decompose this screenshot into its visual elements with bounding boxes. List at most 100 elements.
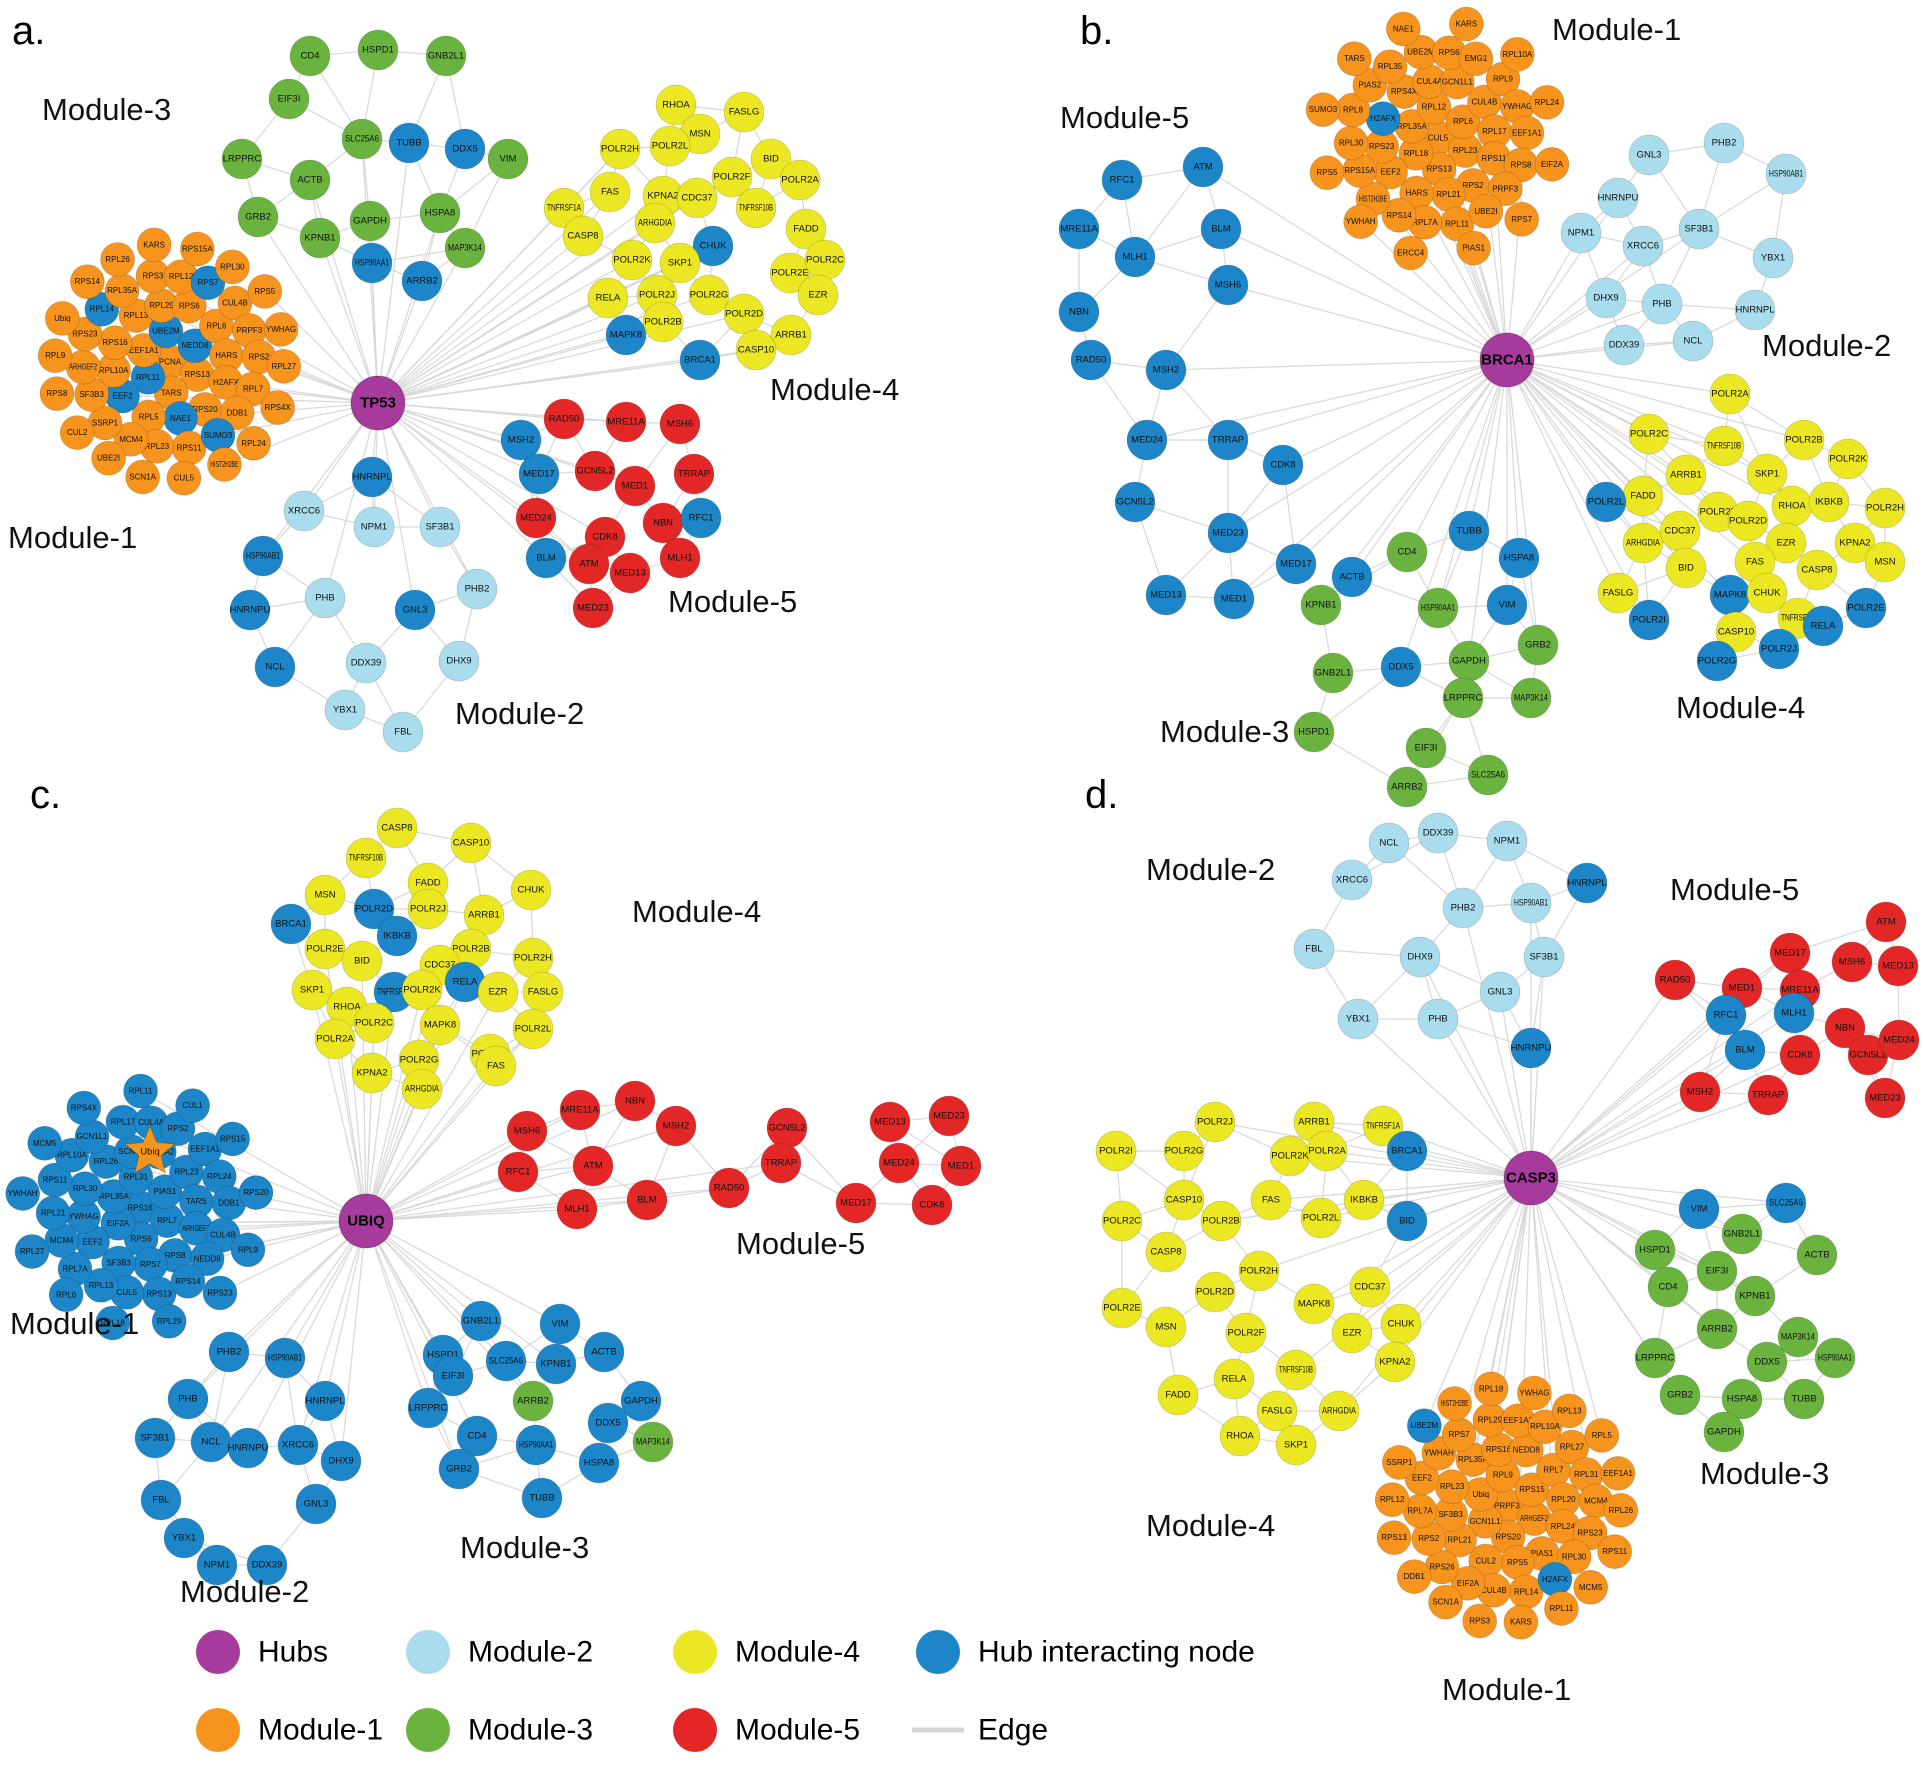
node-RPL9[interactable]: RPL9 — [37, 338, 73, 374]
node-ARHGDIA[interactable]: ARHGDIA — [1622, 522, 1664, 564]
node-MCM5[interactable]: MCM5 — [27, 1125, 63, 1161]
node-RPS7[interactable]: RPS7 — [1441, 1417, 1477, 1453]
node-TUBB[interactable]: TUBB — [1783, 1378, 1825, 1420]
node-LRPPRC[interactable]: LRPPRC — [1634, 1337, 1676, 1379]
node-HSP90AA1[interactable]: HSP90AA1 — [1814, 1337, 1856, 1379]
node-GCN5L2[interactable]: GCN5L2 — [574, 450, 616, 492]
node-LRPPRC[interactable]: LRPPRC — [407, 1387, 449, 1429]
node-RPS15[interactable]: RPS15 — [215, 1121, 251, 1157]
node-CD4[interactable]: CD4 — [1386, 531, 1428, 573]
node-MLH1[interactable]: MLH1 — [1773, 992, 1815, 1034]
node-MED24[interactable]: MED24 — [1126, 419, 1168, 461]
node-KPNB1[interactable]: KPNB1 — [1300, 584, 1342, 626]
node-DDB1[interactable]: DDB1 — [1396, 1559, 1432, 1594]
node-RPL6[interactable]: RPL6 — [1445, 104, 1481, 140]
node-RHOA[interactable]: RHOA — [655, 84, 697, 126]
node-POLR2C[interactable]: POLR2C — [1628, 413, 1670, 455]
node-HSP90AB1[interactable]: HSP90AB1 — [264, 1337, 306, 1379]
node-SLC25A6[interactable]: SLC25A6 — [341, 118, 383, 160]
node-GNB2L1[interactable]: GNB2L1 — [1721, 1213, 1763, 1255]
node-TRRAP[interactable]: TRRAP — [760, 1142, 802, 1184]
node-POLR2C[interactable]: POLR2C — [1101, 1200, 1143, 1242]
node-MSN[interactable]: MSN — [304, 874, 346, 916]
node-SKP1[interactable]: SKP1 — [291, 969, 333, 1011]
node-IKBKB[interactable]: IKBKB — [1808, 481, 1850, 523]
node-MED24[interactable]: MED24 — [878, 1142, 920, 1184]
node-NEDD8[interactable]: NEDD8 — [189, 1241, 225, 1277]
node-RPL30[interactable]: RPL30 — [1333, 125, 1369, 161]
node-FADD[interactable]: FADD — [1157, 1374, 1199, 1416]
node-MED1[interactable]: MED1 — [940, 1145, 982, 1187]
node-GNL3[interactable]: GNL3 — [295, 1483, 337, 1525]
node-POLR2L[interactable]: POLR2L — [512, 1008, 554, 1050]
node-RPS3[interactable]: RPS3 — [1462, 1603, 1498, 1639]
node-SCN1A[interactable]: SCN1A — [125, 459, 161, 495]
node-CASP10[interactable]: CASP10 — [1163, 1179, 1205, 1221]
hub-node-TP53[interactable]: TP53 — [350, 375, 406, 431]
node-POLR2E[interactable]: POLR2E — [1101, 1287, 1143, 1329]
node-POLR2A[interactable]: POLR2A — [314, 1018, 356, 1060]
node-RPL21[interactable]: RPL21 — [1431, 176, 1466, 212]
node-CASP10[interactable]: CASP10 — [450, 822, 492, 864]
node-EIF3I[interactable]: EIF3I — [432, 1355, 474, 1397]
node-HNRNPL[interactable]: HNRNPL — [1566, 862, 1608, 904]
node-HSPD1[interactable]: HSPD1 — [357, 29, 399, 71]
node-YWHAG[interactable]: YWHAG — [263, 311, 299, 347]
node-CHUK[interactable]: CHUK — [1380, 1303, 1422, 1345]
node-NBN[interactable]: NBN — [1058, 291, 1100, 333]
node-BRCA1[interactable]: BRCA1 — [679, 339, 721, 381]
node-POLR2F[interactable]: POLR2F — [1225, 1312, 1267, 1354]
node-MSH6[interactable]: MSH6 — [1831, 941, 1873, 983]
node-HNRNPL[interactable]: HNRNPL — [351, 456, 393, 498]
node-RPL26[interactable]: RPL26 — [1603, 1492, 1639, 1528]
node-RPL21[interactable]: RPL21 — [35, 1195, 71, 1231]
node-TRRAP[interactable]: TRRAP — [1207, 419, 1249, 461]
node-CASP8[interactable]: CASP8 — [1145, 1231, 1187, 1273]
node-GRB2[interactable]: GRB2 — [1517, 624, 1559, 666]
node-CHUK[interactable]: CHUK — [1746, 572, 1788, 614]
node-DDX39[interactable]: DDX39 — [1417, 812, 1459, 854]
node-PIAS1[interactable]: PIAS1 — [147, 1174, 183, 1210]
node-RPS14[interactable]: RPS14 — [170, 1263, 206, 1299]
node-ARRB2[interactable]: ARRB2 — [1386, 766, 1428, 808]
node-GNL3[interactable]: GNL3 — [1479, 971, 1521, 1013]
node-NBN[interactable]: NBN — [614, 1080, 656, 1122]
node-RPL24[interactable]: RPL24 — [201, 1159, 237, 1194]
node-RPS8[interactable]: RPS8 — [39, 376, 75, 412]
node-CHUK[interactable]: CHUK — [692, 225, 734, 267]
node-MRE11A[interactable]: MRE11A — [559, 1089, 601, 1131]
node-POLR2A[interactable]: POLR2A — [1306, 1130, 1348, 1172]
node-DDX5[interactable]: DDX5 — [1746, 1341, 1788, 1383]
node-CUL5[interactable]: CUL5 — [166, 460, 202, 496]
node-HSPD1[interactable]: HSPD1 — [1634, 1229, 1676, 1271]
node-ARRB1[interactable]: ARRB1 — [770, 314, 812, 356]
node-POLR2L[interactable]: POLR2L — [649, 125, 691, 167]
node-SLC25A6[interactable]: SLC25A6 — [1765, 1182, 1807, 1224]
node-FASLG[interactable]: FASLG — [522, 971, 564, 1013]
node-SLC25A6[interactable]: SLC25A6 — [1467, 754, 1509, 796]
node-POLR2K[interactable]: POLR2K — [1269, 1135, 1311, 1177]
node-H2AFX[interactable]: H2AFX — [1537, 1561, 1573, 1597]
node-POLR2C[interactable]: POLR2C — [353, 1002, 395, 1044]
node-ARRB1[interactable]: ARRB1 — [463, 894, 505, 936]
node-BRCA1[interactable]: BRCA1 — [1386, 1130, 1428, 1172]
node-KPNB1[interactable]: KPNB1 — [535, 1343, 577, 1385]
node-RPL8[interactable]: RPL8 — [1335, 92, 1371, 128]
node-HSPA8[interactable]: HSPA8 — [419, 192, 461, 234]
node-MSH6[interactable]: MSH6 — [1207, 264, 1249, 306]
node-ATM[interactable]: ATM — [1182, 146, 1224, 188]
node-CHUK[interactable]: CHUK — [510, 869, 552, 911]
node-POLR2A[interactable]: POLR2A — [779, 159, 821, 201]
node-XRCC6[interactable]: XRCC6 — [277, 1424, 319, 1466]
node-RPL24[interactable]: RPL24 — [236, 425, 272, 461]
node-GNB2L1[interactable]: GNB2L1 — [425, 35, 467, 77]
node-MCM5[interactable]: MCM5 — [1573, 1569, 1609, 1605]
node-HSP90AA1[interactable]: HSP90AA1 — [1417, 587, 1459, 629]
node-MSH2[interactable]: MSH2 — [655, 1105, 697, 1147]
node-MED23[interactable]: MED23 — [1864, 1077, 1906, 1119]
node-XRCC6[interactable]: XRCC6 — [1331, 859, 1373, 901]
node-POLR2J[interactable]: POLR2J — [1758, 628, 1800, 670]
node-POLR2K[interactable]: POLR2K — [401, 969, 443, 1011]
node-RPL35[interactable]: RPL35 — [1372, 49, 1408, 85]
node-POLR2C[interactable]: POLR2C — [804, 239, 846, 281]
